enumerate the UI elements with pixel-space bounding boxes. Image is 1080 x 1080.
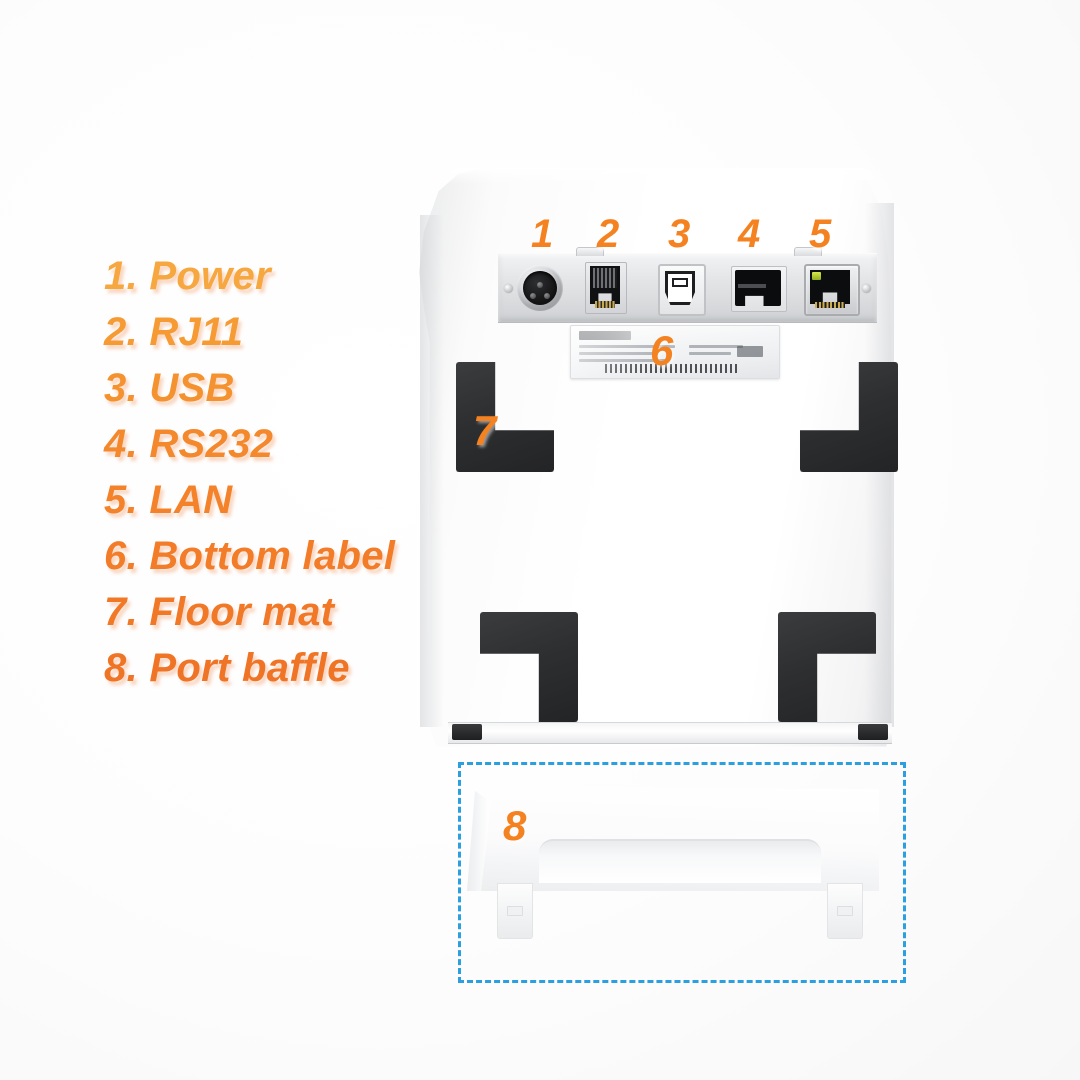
callout-2-rj11: 2 bbox=[597, 212, 620, 256]
legend-item-lan: 5. LAN bbox=[104, 478, 233, 522]
panel-screw-left bbox=[504, 284, 513, 293]
legend-item-rj11: 2. RJ11 bbox=[104, 310, 244, 354]
legend-item-bottom-label: 6. Bottom label bbox=[104, 534, 396, 578]
panel-screw-right bbox=[862, 284, 871, 293]
legend-list: 1. Power 2. RJ11 3. USB 4. RS232 5. LAN … bbox=[104, 248, 464, 696]
legend-item-rs232: 4. RS232 bbox=[104, 422, 274, 466]
base-foot-left bbox=[452, 724, 482, 740]
printer-top-highlight bbox=[443, 168, 877, 184]
baffle-channel bbox=[539, 839, 821, 883]
baffle-clip-notch bbox=[507, 906, 523, 916]
callout-6-bottom-label: 6 bbox=[650, 327, 674, 374]
bottom-label bbox=[570, 325, 780, 379]
baffle-clip-right bbox=[827, 883, 863, 939]
usb-opening bbox=[665, 271, 695, 305]
lan-port[interactable] bbox=[804, 264, 860, 316]
rj11-contact-fins bbox=[593, 268, 617, 288]
port-baffle bbox=[467, 787, 879, 939]
rs232-inner-highlight bbox=[738, 284, 766, 288]
baffle-clip-notch bbox=[837, 906, 853, 916]
printer-left-shading bbox=[419, 214, 445, 727]
label-gloss bbox=[571, 326, 779, 378]
power-pin bbox=[537, 282, 543, 288]
printer-base-strip bbox=[448, 722, 892, 744]
lan-gold-pins bbox=[815, 302, 845, 308]
callout-1-power: 1 bbox=[531, 212, 554, 256]
rs232-opening bbox=[735, 270, 781, 306]
power-port-inner bbox=[523, 271, 557, 305]
baffle-clip-left bbox=[497, 883, 533, 939]
legend-item-port-baffle: 8. Port baffle bbox=[104, 646, 350, 690]
panel-tab-left bbox=[576, 247, 604, 256]
rj11-port[interactable] bbox=[585, 262, 627, 314]
rj11-gold-pins bbox=[595, 301, 615, 308]
power-port[interactable] bbox=[517, 265, 563, 311]
base-foot-right bbox=[858, 724, 888, 740]
usb-port[interactable] bbox=[658, 264, 706, 316]
legend-item-usb: 3. USB bbox=[104, 366, 235, 410]
callout-4-rs232: 4 bbox=[738, 212, 761, 256]
panel-tab-right bbox=[794, 247, 822, 256]
legend-item-floor-mat: 7. Floor mat bbox=[104, 590, 335, 634]
port-panel bbox=[498, 247, 877, 323]
callout-8-port-baffle: 8 bbox=[503, 802, 527, 849]
port-baffle-highlight-box bbox=[458, 762, 906, 983]
legend-item-power: 1. Power bbox=[104, 254, 271, 298]
callout-3-usb: 3 bbox=[668, 212, 691, 256]
callout-7-floor-mat: 7 bbox=[473, 407, 497, 454]
power-pin bbox=[530, 293, 536, 299]
usb-tongue bbox=[672, 278, 688, 287]
power-pin bbox=[544, 293, 550, 299]
rs232-port[interactable] bbox=[731, 266, 787, 312]
callout-5-lan: 5 bbox=[809, 212, 832, 256]
lan-status-led bbox=[812, 272, 821, 280]
